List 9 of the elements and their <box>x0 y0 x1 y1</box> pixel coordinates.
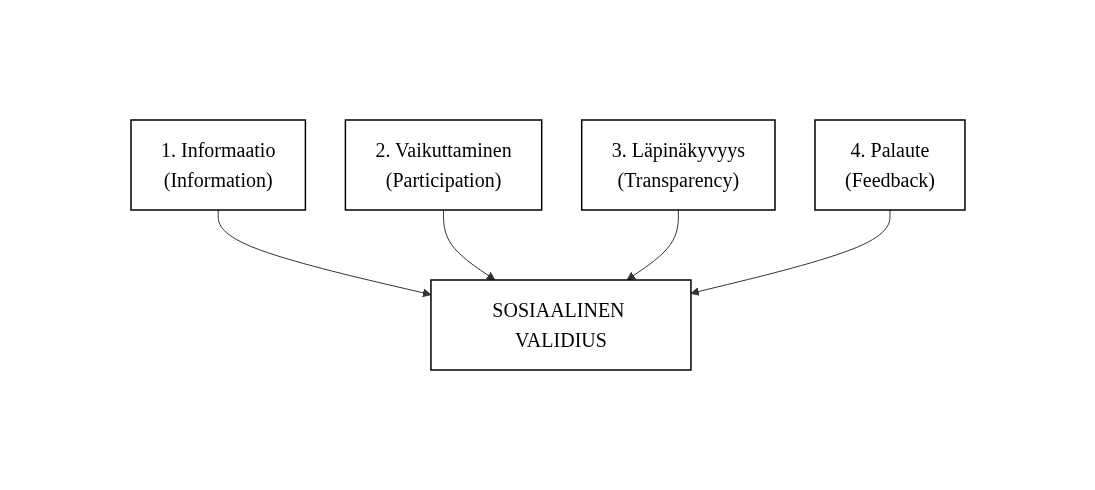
arrow <box>690 209 890 296</box>
node-box: SOSIAALINEN VALIDIUS <box>429 279 692 371</box>
arrow <box>217 209 431 298</box>
node-box: 3. Läpinäkyvyys (Transparency) <box>580 119 776 211</box>
node-box: 2. Vaikuttaminen (Participation) <box>344 119 542 211</box>
node-box: 1. Informaatio (Information) <box>129 119 306 211</box>
node-box: 4. Palaute (Feedback) <box>813 119 966 211</box>
arrow <box>442 209 495 281</box>
arrow <box>626 209 679 281</box>
